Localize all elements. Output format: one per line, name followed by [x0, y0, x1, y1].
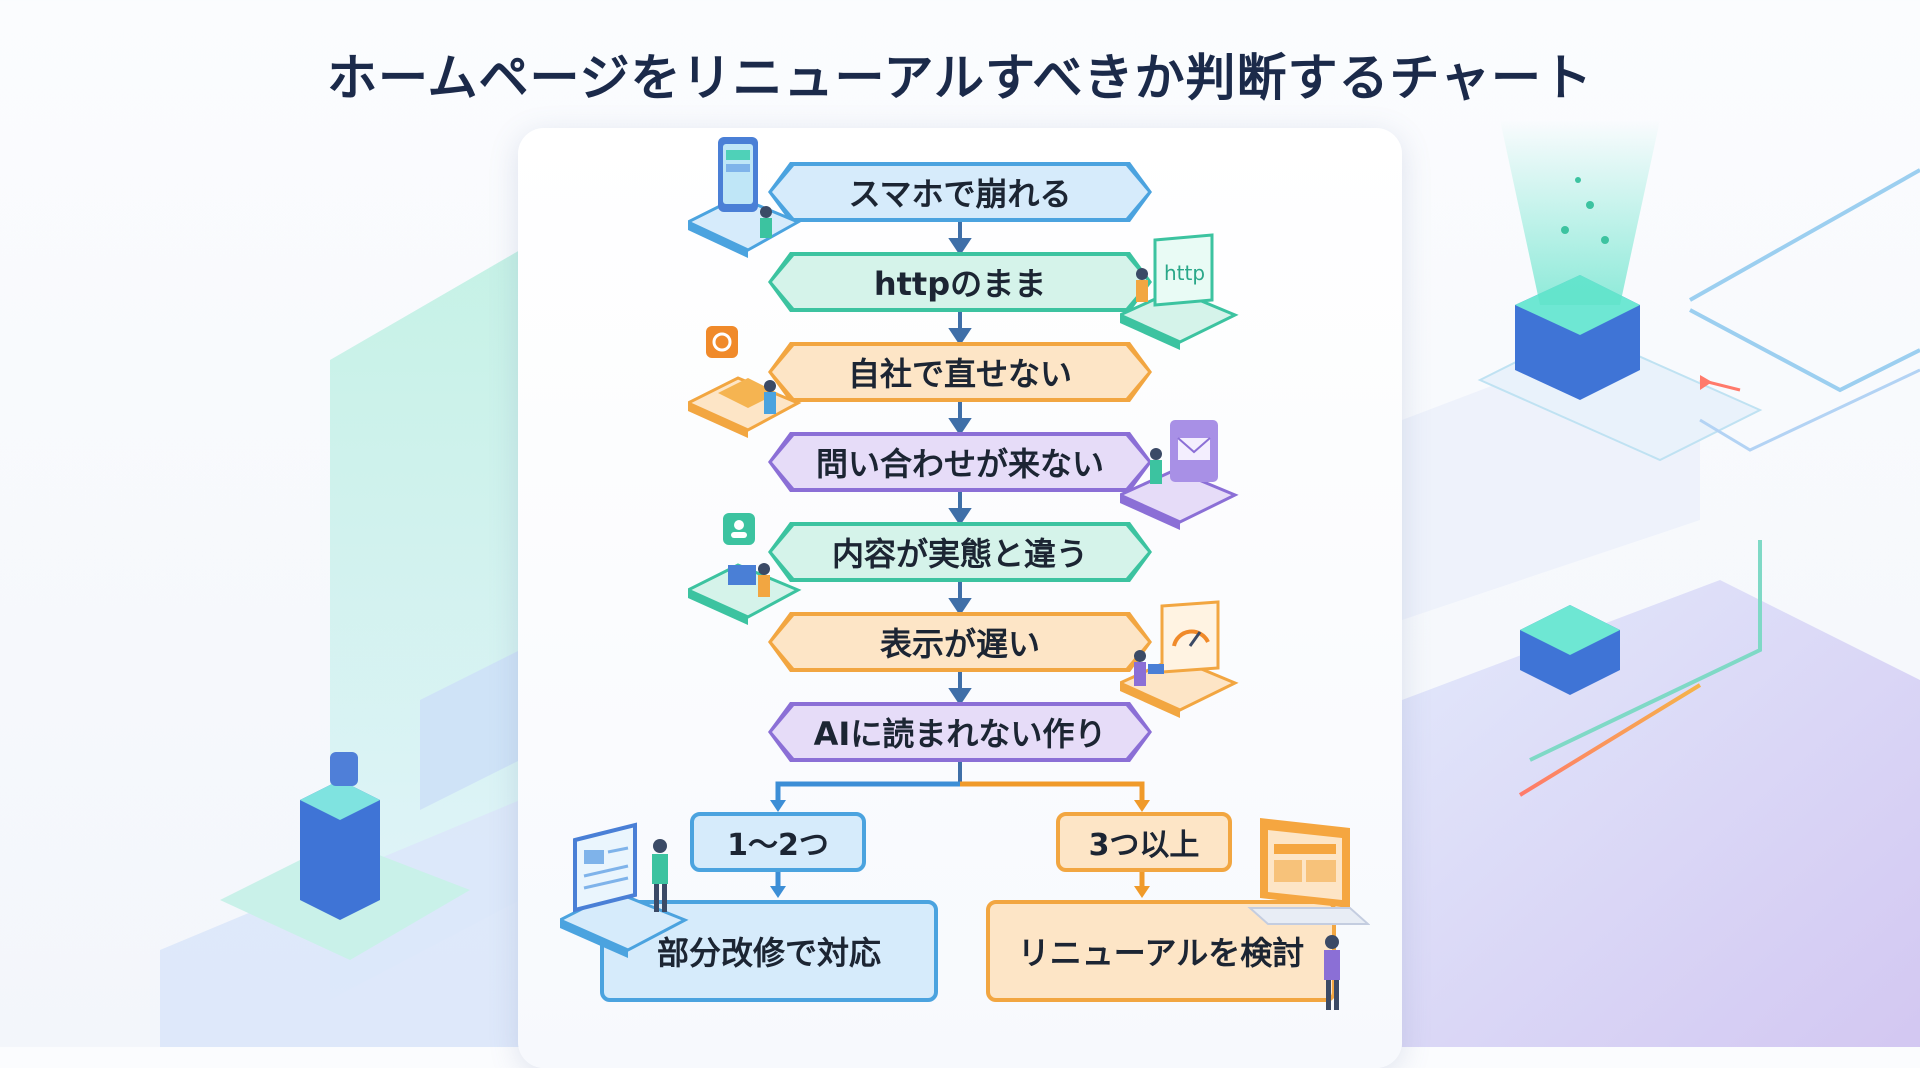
- settings-box-icon: [688, 326, 802, 438]
- branch-condition-few: 1〜2つ: [690, 812, 866, 872]
- server-icon: [1477, 120, 1763, 462]
- server-icon: [1520, 605, 1620, 695]
- step-node-4: 問い合わせが来ない: [768, 432, 1152, 492]
- step-label-2: httpのまま: [772, 256, 1148, 308]
- smartphone-icon: [688, 137, 802, 258]
- laptop-layout-icon: [1247, 818, 1370, 1010]
- page-title: ホームページをリニューアルすべきか判断するチャート: [327, 49, 1593, 107]
- server-icon: [220, 752, 470, 960]
- step-label-5: 内容が実態と違う: [772, 526, 1148, 578]
- step-node-3: 自社で直せない: [768, 342, 1152, 402]
- result-renewal: リニューアルを検討: [986, 900, 1336, 1002]
- step-node-2: httpのまま: [768, 252, 1152, 312]
- mail-icon: [1120, 420, 1239, 530]
- step-node-5: 内容が実態と違う: [768, 522, 1152, 582]
- branch-condition-many: 3つ以上: [1056, 812, 1232, 872]
- step-label-4: 問い合わせが来ない: [772, 436, 1148, 488]
- step-node-7: AIに読まれない作り: [768, 702, 1152, 762]
- step-node-1: スマホで崩れる: [768, 162, 1152, 222]
- step-label-3: 自社で直せない: [772, 346, 1148, 398]
- http-screen-icon: http: [1120, 233, 1239, 350]
- step-label-6: 表示が遅い: [772, 616, 1148, 668]
- step-label-1: スマホで崩れる: [772, 166, 1148, 218]
- browser-window-icon: [560, 822, 689, 958]
- step-node-6: 表示が遅い: [768, 612, 1152, 672]
- svg-text:http: http: [1164, 261, 1205, 285]
- profile-icon: [688, 513, 802, 625]
- step-label-7: AIに読まれない作り: [772, 706, 1148, 758]
- speedometer-icon: [1120, 600, 1239, 718]
